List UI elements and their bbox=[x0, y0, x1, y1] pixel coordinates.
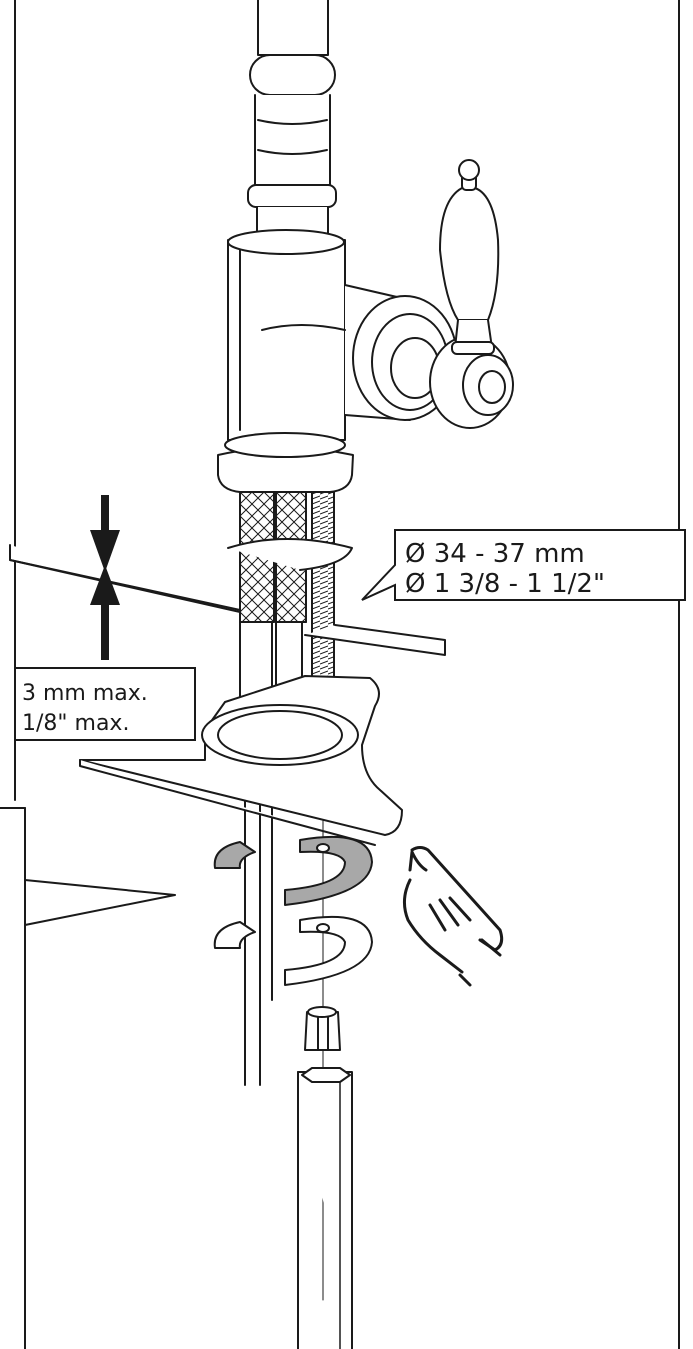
left-pointer-callout bbox=[0, 807, 176, 926]
faucet-base-ring bbox=[217, 432, 354, 493]
thickness-callout: 3 mm max. 1/8" max. bbox=[14, 667, 196, 741]
hex-nut bbox=[304, 1006, 341, 1051]
hole-diameter-metric: Ø 34 - 37 mm bbox=[405, 539, 585, 569]
faucet-handle-assembly bbox=[352, 159, 514, 429]
pointing-hand-icon bbox=[403, 846, 504, 987]
hole-diameter-callout: Ø 34 - 37 mm Ø 1 3/8 - 1 1/2" bbox=[361, 529, 686, 601]
thickness-imperial: 1/8" max. bbox=[22, 711, 129, 736]
countertop bbox=[9, 538, 446, 656]
c-washer-gray bbox=[213, 835, 373, 906]
thickness-metric: 3 mm max. bbox=[22, 681, 148, 706]
bottom-arrow-shaft bbox=[101, 600, 109, 660]
mounting-plate bbox=[79, 675, 403, 846]
hole-diameter-imperial: Ø 1 3/8 - 1 1/2" bbox=[405, 569, 605, 599]
socket-wrench bbox=[297, 1067, 353, 1349]
bottom-arrow-head bbox=[90, 565, 120, 605]
c-washer-white bbox=[213, 915, 373, 986]
top-arrow-shaft bbox=[101, 495, 109, 533]
faucet-spout-neck bbox=[247, 0, 337, 246]
top-arrow-head bbox=[90, 530, 120, 572]
thickness-arrows bbox=[90, 495, 120, 660]
